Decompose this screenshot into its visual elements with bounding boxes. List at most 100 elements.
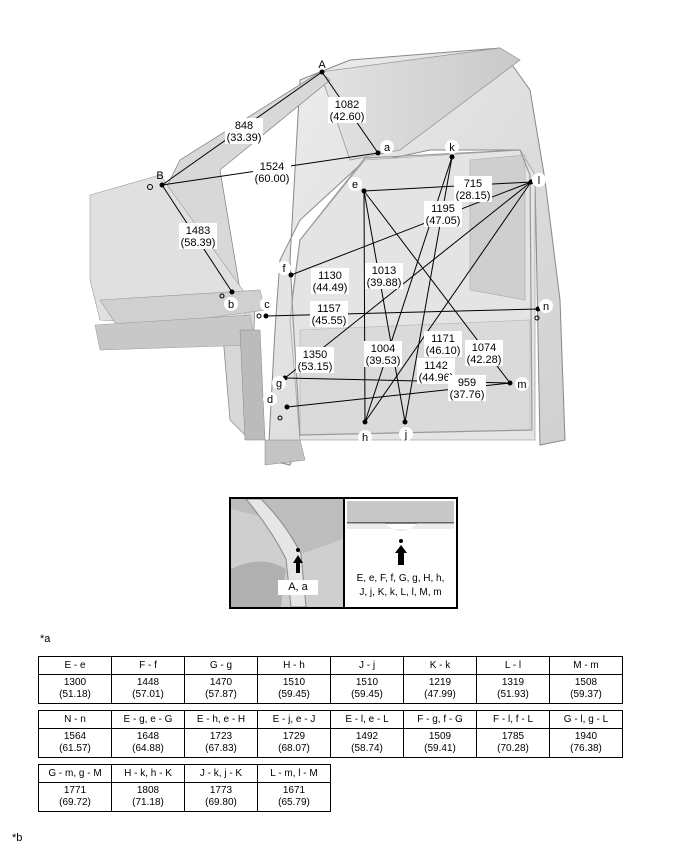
note-b: *b xyxy=(12,832,23,844)
dim-label-959: 959(37.76) xyxy=(448,375,486,401)
table-cell: E - j, e - J xyxy=(257,710,331,729)
dim-label-1483: 1483(58.39) xyxy=(179,223,217,249)
svg-text:(39.53): (39.53) xyxy=(366,355,401,367)
label-f: f xyxy=(282,263,286,275)
svg-text:(39.88): (39.88) xyxy=(367,277,402,289)
point-e xyxy=(361,188,367,194)
label-c: c xyxy=(264,299,270,311)
body-dimension-diagram: A a B b c d e f g h j k l m n 848(33.39)… xyxy=(89,47,566,466)
line-h-l xyxy=(364,181,532,423)
table-cell: 1448(57.01) xyxy=(111,674,185,704)
svg-text:(45.55): (45.55) xyxy=(312,315,347,327)
point-A xyxy=(319,69,325,75)
label-m: m xyxy=(517,379,526,391)
table-cell: E - g, e - G xyxy=(111,710,185,729)
dim-label-1074: 1074(42.28) xyxy=(465,340,503,366)
svg-text:1171: 1171 xyxy=(431,333,455,345)
table-cell: L - l xyxy=(476,656,550,675)
point-b xyxy=(229,289,235,295)
svg-text:(42.60): (42.60) xyxy=(330,111,365,123)
table-cell: F - f xyxy=(111,656,185,675)
svg-text:(44.96): (44.96) xyxy=(419,372,454,384)
svg-text:(47.05): (47.05) xyxy=(426,215,461,227)
dim-label-848: 848(33.39) xyxy=(225,118,263,144)
dimension-table-row3: G - m, g - M H - k, h - K J - k, j - K L… xyxy=(38,764,331,812)
vehicle-body-shell xyxy=(89,47,566,466)
table-cell: 1773(69.80) xyxy=(184,782,258,812)
table-cell: G - g xyxy=(184,656,258,675)
svg-text:1130: 1130 xyxy=(318,270,342,282)
svg-text:(58.39): (58.39) xyxy=(181,237,216,249)
table-cell: 1564(61.57) xyxy=(38,728,112,758)
svg-text:1195: 1195 xyxy=(431,203,455,215)
inset-point-generic xyxy=(399,539,403,543)
inset-right-illustration xyxy=(345,499,456,607)
inset-point-a xyxy=(296,548,300,552)
point-a xyxy=(375,150,381,156)
label-a: a xyxy=(384,142,391,154)
table-row: 1771(69.72) 1808(71.18) 1773(69.80) 1671… xyxy=(38,782,331,812)
dim-label-1524: 1524(60.00) xyxy=(253,159,291,185)
dim-label-1171: 1171(46.10) xyxy=(424,331,462,357)
table-cell: 1300(51.18) xyxy=(38,674,112,704)
svg-text:(37.76): (37.76) xyxy=(450,389,485,401)
svg-text:(42.28): (42.28) xyxy=(467,354,502,366)
point-labels: A a B b c d e f g h j k l m n xyxy=(156,59,553,444)
table-cell: 1785(70.28) xyxy=(476,728,550,758)
dimension-table-row2: N - n E - g, e - G E - h, e - H E - j, e… xyxy=(38,710,623,758)
inset-right-label-2: J, j, K, k, L, l, M, m xyxy=(359,587,442,598)
table-cell: 1648(64.88) xyxy=(111,728,185,758)
point-j xyxy=(402,419,408,425)
point-d xyxy=(284,404,290,410)
dim-label-1195: 1195(47.05) xyxy=(424,201,462,227)
table-cell: 1771(69.72) xyxy=(38,782,112,812)
svg-text:(28.15): (28.15) xyxy=(456,190,491,202)
table-cell: 1319(51.93) xyxy=(476,674,550,704)
table-cell: 1470(57.87) xyxy=(184,674,258,704)
point-B-hole xyxy=(147,184,153,190)
svg-text:1082: 1082 xyxy=(335,99,359,111)
table-cell: F - l, f - L xyxy=(476,710,550,729)
measurement-points xyxy=(147,69,541,425)
table-row: 1564(61.57) 1648(64.88) 1723(67.83) 1729… xyxy=(38,728,623,758)
table-cell: J - j xyxy=(330,656,404,675)
inset-right-label-1: E, e, F, f, G, g, H, h, xyxy=(356,573,445,584)
dim-label-1157: 1157(45.55) xyxy=(310,301,348,327)
table-cell: J - k, j - K xyxy=(184,764,258,783)
svg-text:1483: 1483 xyxy=(186,225,210,237)
point-k xyxy=(449,154,455,160)
dim-label-1082: 1082(42.60) xyxy=(328,97,366,123)
label-d: d xyxy=(267,394,273,406)
dim-label-1130: 1130(44.49) xyxy=(311,268,349,294)
dim-label-715: 715(28.15) xyxy=(454,176,492,202)
table-cell: 1671(65.79) xyxy=(257,782,331,812)
label-e: e xyxy=(352,179,358,191)
table-header-row: E - e F - f G - g H - h J - j K - k L - … xyxy=(38,656,623,675)
table-cell: 1510(59.45) xyxy=(257,674,331,704)
label-h: h xyxy=(362,432,368,444)
label-b: b xyxy=(228,299,234,311)
table-cell: 1219(47.99) xyxy=(403,674,477,704)
dim-label-1350: 1350(53.15) xyxy=(296,347,334,373)
label-n: n xyxy=(543,301,549,313)
label-l: l xyxy=(538,175,540,187)
table-cell: G - l, g - L xyxy=(549,710,623,729)
point-B xyxy=(159,182,165,188)
svg-text:1013: 1013 xyxy=(372,265,396,277)
point-h xyxy=(362,419,368,425)
svg-text:(46.10): (46.10) xyxy=(426,345,461,357)
table-cell: 1510(59.45) xyxy=(330,674,404,704)
point-m xyxy=(507,380,513,386)
label-A: A xyxy=(318,59,326,71)
svg-text:(33.39): (33.39) xyxy=(227,132,262,144)
arrow-up-icon xyxy=(395,545,407,565)
inset-divider xyxy=(343,497,345,609)
label-B: B xyxy=(156,170,163,182)
dim-label-1004: 1004(39.53) xyxy=(364,341,402,367)
svg-text:1142: 1142 xyxy=(424,360,448,372)
point-c xyxy=(263,313,269,319)
table-cell: G - m, g - M xyxy=(38,764,112,783)
svg-text:959: 959 xyxy=(458,377,476,389)
table-row: 1300(51.18) 1448(57.01) 1470(57.87) 1510… xyxy=(38,674,623,704)
table-cell: 1508(59.37) xyxy=(549,674,623,704)
